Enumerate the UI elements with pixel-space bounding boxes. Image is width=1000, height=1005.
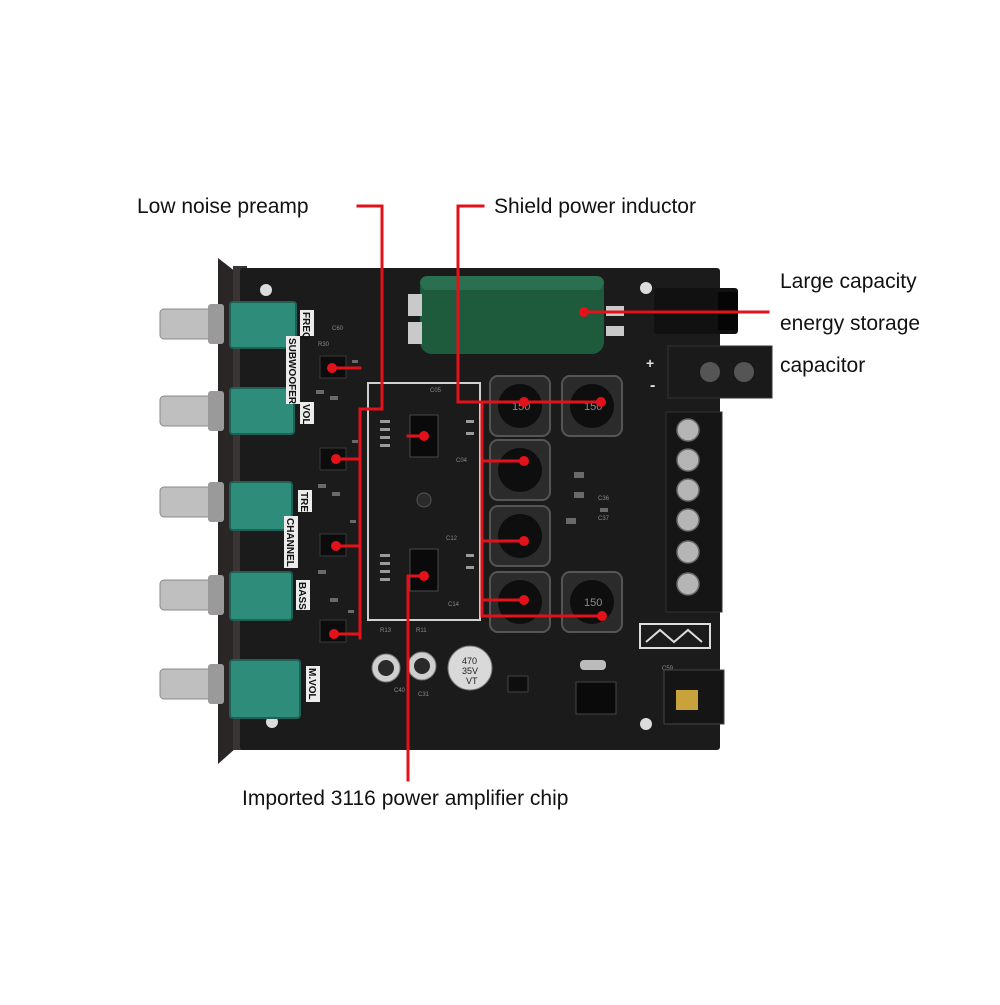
svg-text:C31: C31 bbox=[418, 692, 430, 698]
callout-dots bbox=[327, 307, 607, 639]
knob-shafts bbox=[159, 308, 213, 700]
svg-text:150: 150 bbox=[584, 597, 602, 609]
label-channel: CHANNEL bbox=[284, 518, 295, 567]
silk-designators: C60 R30 C05 C04 C12 C14 R13 R11 C40 C31 … bbox=[318, 326, 674, 698]
audio-jack bbox=[663, 669, 725, 725]
svg-text:C14: C14 bbox=[448, 602, 460, 608]
front-panel bbox=[218, 258, 236, 764]
callout-capacitor-line3: capacitor bbox=[780, 354, 866, 377]
terminal-screw bbox=[700, 362, 720, 382]
mount-hole bbox=[260, 284, 272, 296]
svg-text:35V: 35V bbox=[462, 666, 478, 676]
audio-jack-pins bbox=[676, 690, 698, 710]
capacitor-pad bbox=[408, 294, 422, 316]
preamp-ics bbox=[319, 355, 347, 643]
antenna-zigzag bbox=[645, 628, 703, 644]
svg-text:C37: C37 bbox=[598, 516, 610, 522]
amp-module-frame bbox=[367, 382, 481, 621]
module-hole bbox=[416, 492, 432, 508]
bt-chip bbox=[575, 681, 617, 715]
large-capacitor-top bbox=[420, 276, 604, 290]
label-subwoofer: SUBWOOFER bbox=[286, 338, 297, 405]
svg-text:C04: C04 bbox=[456, 458, 468, 464]
svg-text:C36: C36 bbox=[598, 496, 610, 502]
terminal-screw bbox=[734, 362, 754, 382]
capacitor-pad bbox=[606, 326, 624, 336]
callout-shield-power-inductor: Shield power inductor bbox=[494, 195, 696, 218]
capacitor-pad bbox=[408, 322, 422, 344]
label-mvol: M.VOL bbox=[306, 668, 317, 700]
antenna-trace bbox=[639, 623, 711, 649]
svg-text:C60: C60 bbox=[332, 326, 344, 332]
svg-text:VT: VT bbox=[466, 676, 478, 686]
callout-amplifier-chip: Imported 3116 power amplifier chip bbox=[242, 787, 569, 810]
svg-text:C05: C05 bbox=[430, 388, 442, 394]
amp-pins bbox=[380, 420, 474, 581]
svg-text:C40: C40 bbox=[394, 688, 406, 694]
svg-text:C12: C12 bbox=[446, 536, 458, 542]
callout-low-noise-preamp: Low noise preamp bbox=[137, 195, 309, 218]
crystal bbox=[580, 660, 606, 670]
svg-text:R30: R30 bbox=[318, 342, 330, 348]
label-freq: FREQ bbox=[300, 312, 311, 340]
label-vol: VOL bbox=[300, 404, 311, 425]
amp-chips bbox=[409, 414, 439, 592]
svg-text:R13: R13 bbox=[380, 628, 392, 634]
knob-nuts bbox=[208, 304, 224, 704]
speaker-screws bbox=[676, 418, 700, 596]
svg-text:R11: R11 bbox=[416, 628, 427, 634]
inductors bbox=[489, 375, 623, 633]
polarity-minus: - bbox=[650, 377, 655, 394]
label-tre: TRE bbox=[298, 492, 309, 512]
silkscreen-labels: FREQ SUBWOOFER VOL TRE CHANNEL BASS M.VO… bbox=[284, 310, 320, 702]
callout-lines bbox=[330, 204, 770, 782]
svg-text:C59: C59 bbox=[662, 666, 674, 672]
potentiometers bbox=[229, 301, 301, 719]
smd-chip bbox=[507, 675, 529, 693]
small-capacitors bbox=[371, 645, 493, 691]
small-components bbox=[316, 360, 608, 613]
callout-capacitor-line2: energy storage bbox=[780, 312, 921, 335]
polarity-plus: + bbox=[646, 355, 654, 371]
large-capacitor bbox=[420, 276, 604, 354]
label-bass: BASS bbox=[296, 582, 307, 610]
mount-hole bbox=[640, 282, 652, 294]
svg-text:470: 470 bbox=[462, 656, 477, 666]
callout-capacitor-line1: Large capacity bbox=[780, 270, 917, 293]
cap-470-marks: 470 35V VT bbox=[462, 656, 478, 686]
mount-hole bbox=[640, 718, 652, 730]
